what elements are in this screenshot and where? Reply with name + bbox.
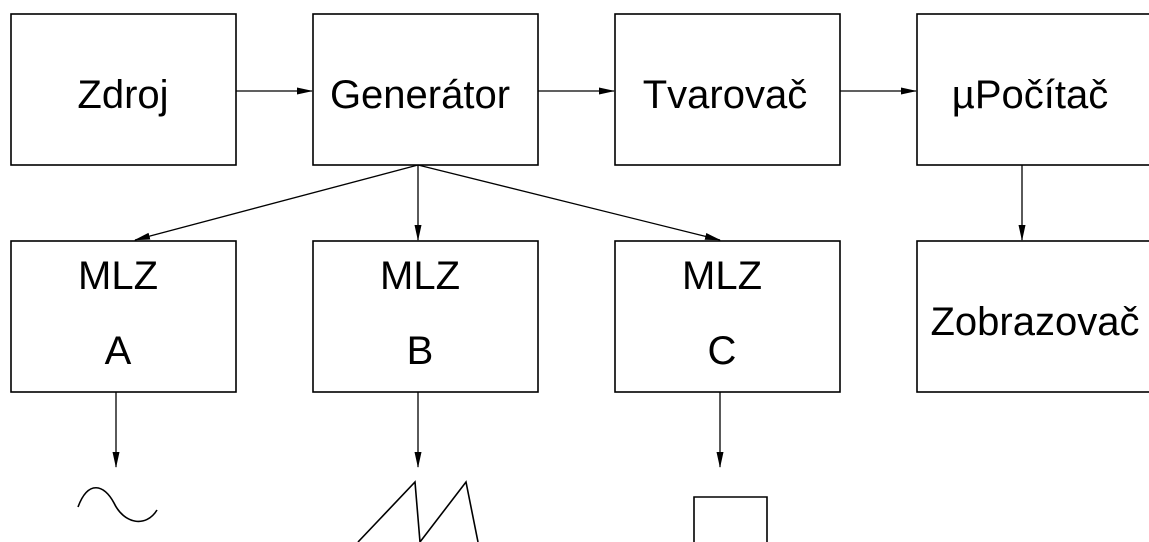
node-mlz-c-line1: MLZ (682, 254, 762, 298)
arrow-generator-mlz-c (417, 164, 721, 241)
node-mlz-a: MLZ A (10, 240, 237, 393)
node-mlz-b: MLZ B (312, 240, 539, 393)
node-mlz-c-line2: C (708, 329, 737, 373)
node-mpocitac-label: µPočítač (952, 73, 1108, 117)
square-icon (693, 496, 768, 542)
node-generator: Generátor (312, 13, 539, 166)
node-generator-label: Generátor (330, 73, 510, 117)
sine-icon (77, 487, 158, 523)
node-zdroj: Zdroj (10, 13, 237, 166)
node-mlz-a-line2: A (105, 329, 132, 373)
node-mlz-c: MLZ C (614, 240, 841, 393)
node-zobrazovac: Zobrazovač (916, 240, 1149, 393)
node-mlz-b-line2: B (407, 329, 434, 373)
node-tvarovac: Tvarovač (614, 13, 841, 166)
node-mlz-b-line1: MLZ (380, 254, 460, 298)
sawtooth-icon (357, 480, 479, 542)
node-tvarovac-label: Tvarovač (643, 73, 808, 117)
node-zobrazovac-label: Zobrazovač (931, 300, 1140, 344)
node-mpocitac: µPočítač (916, 13, 1149, 166)
node-zdroj-label: Zdroj (77, 73, 168, 117)
arrow-generator-mlz-a (134, 164, 419, 241)
node-mlz-a-line1: MLZ (78, 254, 158, 298)
